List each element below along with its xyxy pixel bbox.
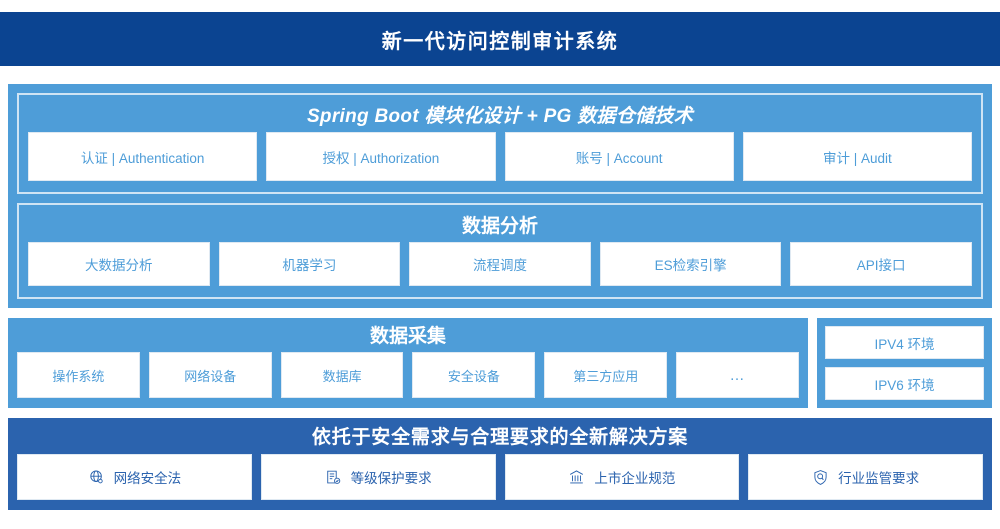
tile-third-party-application[interactable]: 第三方应用 — [544, 352, 668, 398]
tile-listed-company-standards[interactable]: 上市企业规范 — [504, 454, 740, 500]
tile-database[interactable]: 数据库 — [280, 352, 404, 398]
document-check-icon — [325, 469, 342, 486]
tile-es-search-engine[interactable]: ES检索引擎 — [599, 242, 782, 286]
page-header: 新一代访问控制审计系统 — [0, 12, 1000, 66]
tile-authorization[interactable]: 授权 | Authorization — [266, 132, 496, 181]
tile-security-device[interactable]: 安全设备 — [412, 352, 536, 398]
tile-account[interactable]: 账号 | Account — [504, 132, 734, 181]
tile-label: 等级保护要求 — [350, 471, 432, 486]
collection-tiles: 操作系统 网络设备 数据库 安全设备 第三方应用 … — [17, 352, 799, 398]
page-title: 新一代访问控制审计系统 — [381, 30, 619, 53]
tile-label: 行业监管要求 — [838, 471, 920, 486]
globe-network-icon — [88, 469, 105, 486]
application-layer-title: Spring Boot 模块化设计 + PG 数据仓储技术 — [306, 106, 694, 127]
application-layer-tiles: 认证 | Authentication 授权 | Authorization 账… — [28, 132, 972, 181]
collection-row: 数据采集 操作系统 网络设备 数据库 安全设备 第三方应用 … IPV4 环境 … — [8, 318, 992, 408]
shield-search-icon — [812, 469, 829, 486]
compliance-panel: 依托于安全需求与合理要求的全新解决方案 网络安全法 — [8, 418, 992, 510]
tile-machine-learning[interactable]: 机器学习 — [218, 242, 401, 286]
collection-panel: 数据采集 操作系统 网络设备 数据库 安全设备 第三方应用 … — [8, 318, 808, 408]
tile-ipv6-environment[interactable]: IPV6 环境 — [825, 367, 984, 400]
platform-panel: Spring Boot 模块化设计 + PG 数据仓储技术 认证 | Authe… — [8, 84, 992, 308]
tile-big-data-analysis[interactable]: 大数据分析 — [28, 242, 210, 286]
collection-title: 数据采集 — [369, 326, 446, 347]
tile-more[interactable]: … — [676, 352, 799, 398]
tile-authentication[interactable]: 认证 | Authentication — [28, 132, 258, 181]
compliance-tiles: 网络安全法 等级保护要求 — [17, 454, 983, 500]
tile-network-device[interactable]: 网络设备 — [148, 352, 272, 398]
tile-classified-protection[interactable]: 等级保护要求 — [260, 454, 496, 500]
tile-operating-system[interactable]: 操作系统 — [17, 352, 140, 398]
tile-audit[interactable]: 审计 | Audit — [742, 132, 972, 181]
tile-label: 网络安全法 — [113, 471, 182, 486]
bank-building-icon — [568, 469, 585, 486]
application-layer-group: Spring Boot 模块化设计 + PG 数据仓储技术 认证 | Authe… — [17, 93, 983, 194]
tile-cybersecurity-law[interactable]: 网络安全法 — [17, 454, 252, 500]
tile-api-interface[interactable]: API接口 — [790, 242, 972, 286]
environment-panel: IPV4 环境 IPV6 环境 — [817, 318, 992, 408]
tile-process-scheduling[interactable]: 流程调度 — [409, 242, 591, 286]
tile-industry-regulation[interactable]: 行业监管要求 — [748, 454, 983, 500]
analysis-layer-group: 数据分析 大数据分析 机器学习 流程调度 ES检索引擎 API接口 — [17, 203, 983, 299]
analysis-layer-tiles: 大数据分析 机器学习 流程调度 ES检索引擎 API接口 — [28, 242, 972, 286]
analysis-layer-title: 数据分析 — [461, 216, 538, 237]
tile-ipv4-environment[interactable]: IPV4 环境 — [825, 326, 984, 359]
tile-label: 上市企业规范 — [594, 471, 676, 486]
compliance-title: 依托于安全需求与合理要求的全新解决方案 — [311, 427, 689, 448]
